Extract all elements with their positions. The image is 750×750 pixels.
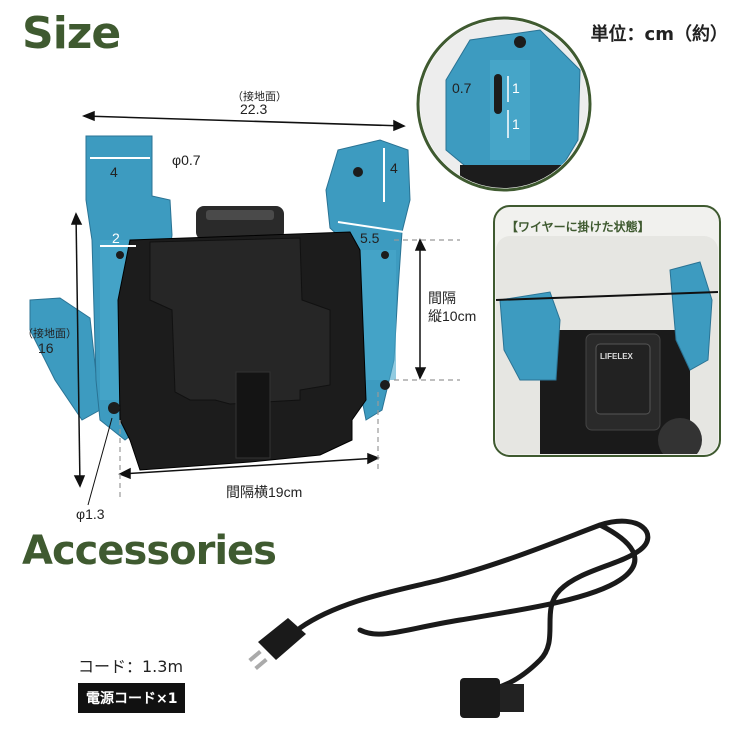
ground-width-value: 22.3 [240, 101, 268, 117]
bottom-hole-right [380, 380, 390, 390]
size-title: Size [22, 8, 121, 59]
slot-width: 2 [112, 230, 120, 246]
ground-width-caption: （接地面） [232, 91, 287, 103]
bottom-hole-left [108, 402, 120, 414]
accessories-title: Accessories [22, 528, 277, 574]
right-top-height: 4 [390, 160, 398, 176]
small-hole [155, 163, 165, 173]
plug [248, 618, 306, 671]
side-depth-value: 16 [38, 340, 54, 356]
power-cord [297, 518, 651, 693]
center-slot [235, 371, 271, 459]
battery-brand: LIFELEX [600, 352, 633, 361]
small-hole-label: φ0.7 [172, 152, 201, 168]
spacing-horizontal: 間隔横19cm [226, 484, 303, 500]
right-width: 5.5 [360, 230, 380, 246]
zoom-lower-dim: 1 [512, 116, 520, 132]
side-depth-caption: （接地面） [22, 328, 77, 340]
spacing-vertical-line2: 縦10cm [428, 308, 477, 324]
spacing-vertical-line1: 間隔 [428, 290, 456, 306]
accessory-item-badge: 電源コード×1 [78, 683, 186, 713]
top-left-width: 4 [110, 164, 118, 180]
cord-length-label: コード：1.3m [78, 657, 184, 676]
unit-note: 単位：cm（約） [590, 24, 728, 45]
zoom-upper-dim: 1 [512, 80, 520, 96]
socket [460, 678, 500, 718]
bottom-hole-label: φ1.3 [76, 506, 105, 522]
wire-panel-label: 【ワイヤーに掛けた状態】 [506, 220, 650, 234]
left-side-wing [29, 297, 101, 421]
zoom-hole-label: 0.7 [452, 80, 472, 96]
